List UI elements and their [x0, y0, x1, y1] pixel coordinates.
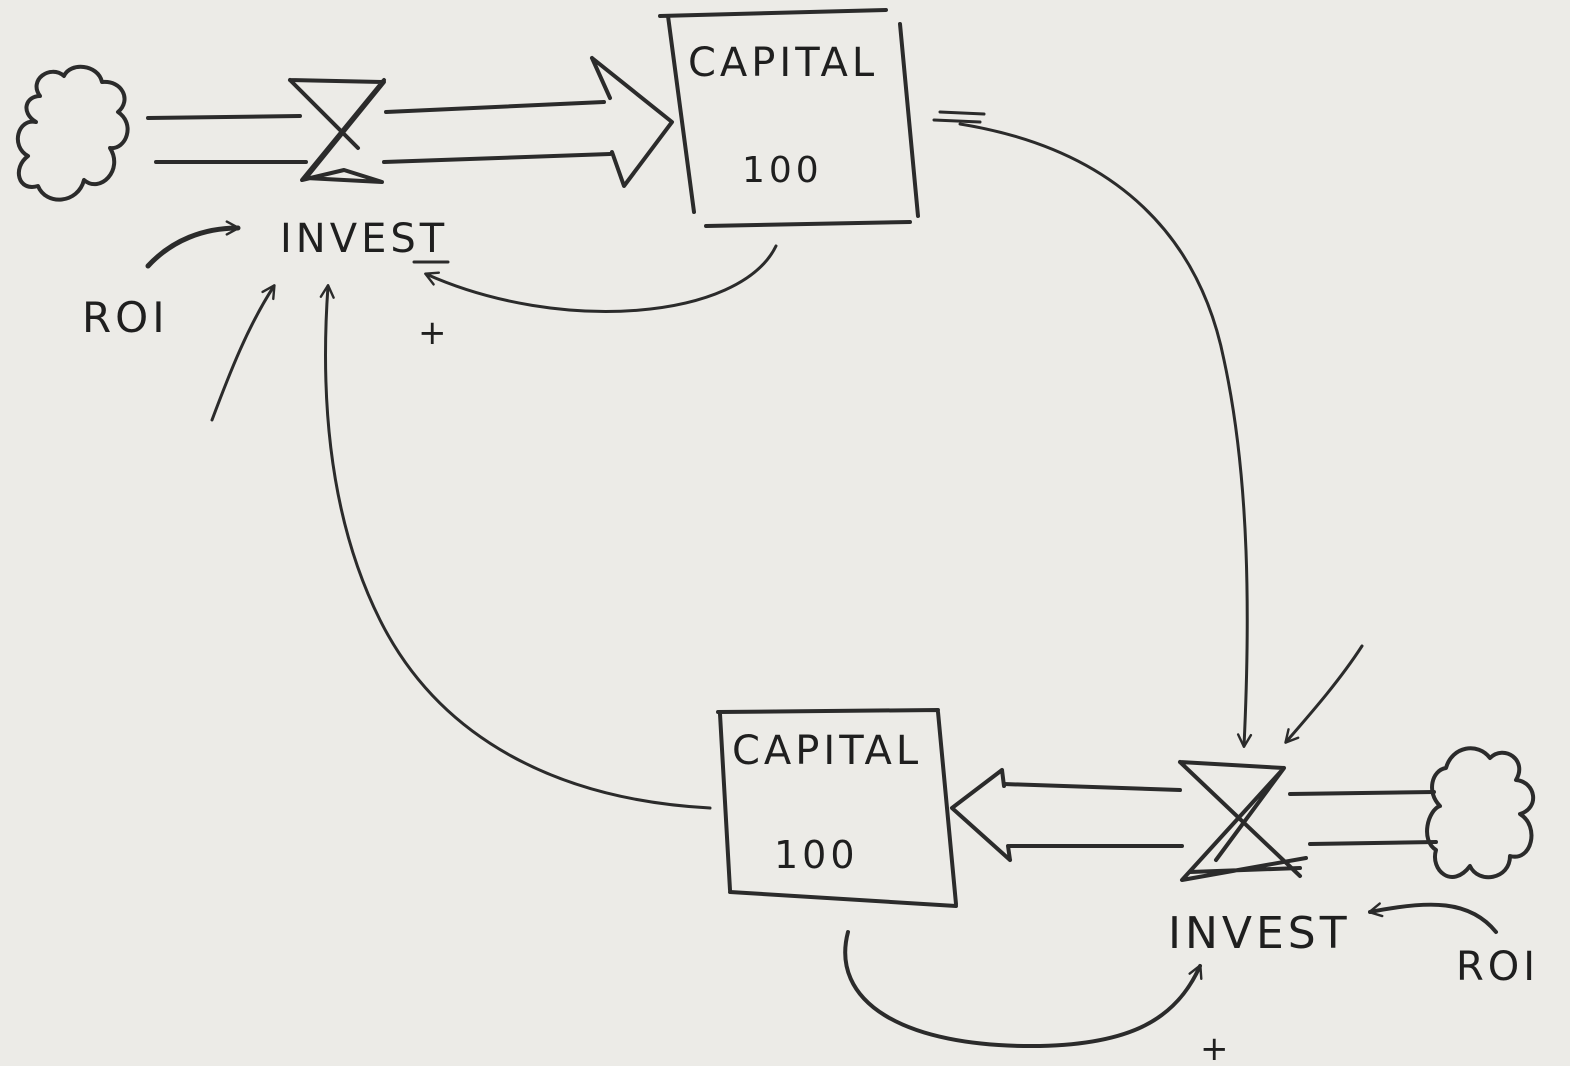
source-cloud-top [16, 65, 130, 202]
inflow-pipe-bottom-lower [1008, 840, 1438, 848]
polarity-top: + [418, 313, 451, 353]
roi-link-top [145, 220, 241, 269]
link-mark-top [932, 110, 986, 124]
incoming-link-top-1 [210, 284, 276, 422]
incoming-link-bottom-1 [1284, 644, 1364, 744]
stock-box-top [658, 8, 920, 228]
valve-icon-top [288, 78, 386, 184]
cross-link-top-to-bottom [958, 122, 1253, 748]
stock-value-top: 100 [742, 150, 823, 191]
feedback-link-top [424, 244, 778, 313]
aux-label-bottom: ROI [1456, 944, 1539, 990]
polarity-bottom: + [1200, 1029, 1233, 1066]
inflow-pipe-bottom-upper [1002, 782, 1436, 796]
aux-label-top: ROI [82, 293, 169, 342]
inflow-pipe-top-upper [146, 100, 606, 120]
source-cloud-bottom [1425, 746, 1536, 880]
stock-box-bottom [716, 708, 958, 908]
inflow-arrowhead-top [590, 56, 674, 188]
roi-link-bottom [1368, 902, 1498, 934]
stock-value-bottom: 100 [774, 833, 859, 877]
flow-label-bottom: INVEST [1168, 908, 1351, 959]
stock-label-top: CAPITAL [688, 40, 878, 86]
stock-label-bottom: CAPITAL [732, 728, 922, 774]
feedback-link-bottom [843, 930, 1203, 1049]
cross-link-bottom-to-top [319, 284, 712, 810]
valve-icon-bottom [1178, 760, 1308, 882]
inflow-arrowhead-bottom [950, 768, 1012, 862]
inflow-pipe-top-lower [154, 152, 612, 164]
flow-label-top: INVEST [280, 216, 448, 262]
